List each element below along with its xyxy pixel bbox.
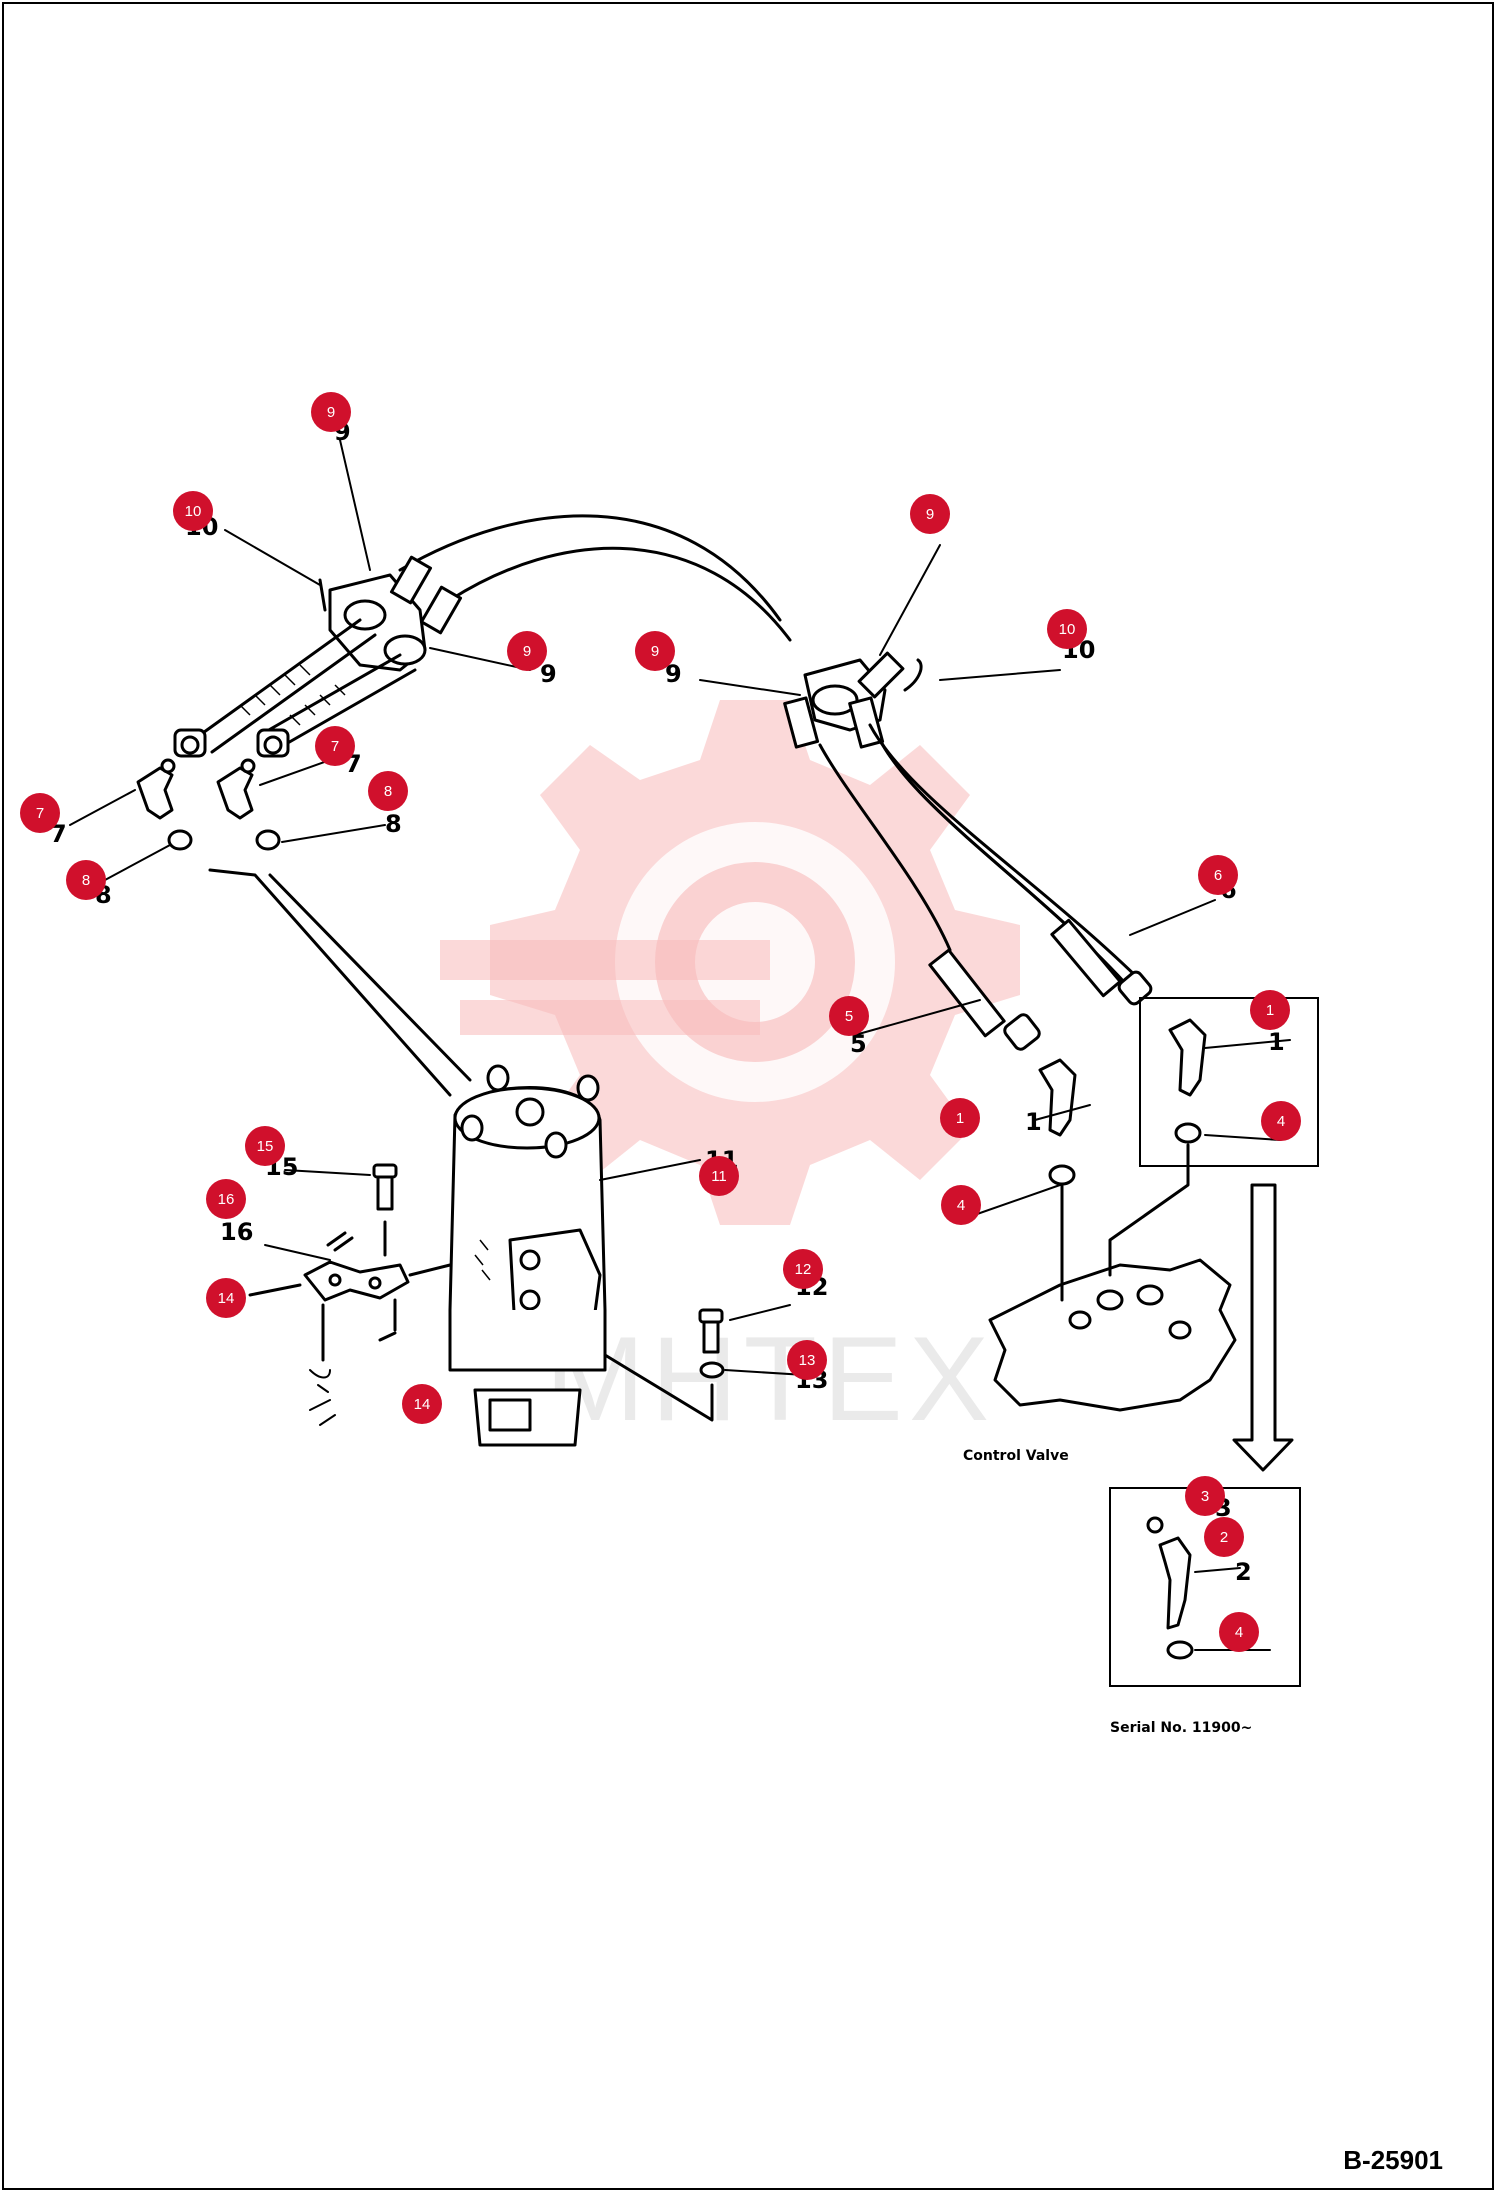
callout-badge-7: 7 <box>20 793 60 833</box>
callout-badge-14: 14 <box>402 1384 442 1424</box>
callout-badge-label: 16 <box>218 1191 235 1208</box>
right-hose-clamp <box>783 651 923 749</box>
callout-badge-label: 7 <box>331 738 339 755</box>
svg-text:16: 16 <box>220 1218 253 1246</box>
callout-badge-label: 8 <box>384 783 392 800</box>
callout-badge-6: 6 <box>1198 855 1238 895</box>
bolt-and-washer <box>603 1308 725 1422</box>
bracket-hardware <box>248 1163 452 1426</box>
callout-badge-label: 5 <box>845 1008 853 1025</box>
watermark-text: MHTEX <box>545 1312 995 1446</box>
callout-badge-8: 8 <box>66 860 106 900</box>
serial-number-label: Serial No. 11900~ <box>1110 1720 1252 1736</box>
control-valve-label: Control Valve <box>963 1448 1069 1464</box>
callout-badge-label: 4 <box>1277 1113 1285 1130</box>
callout-badge-13: 13 <box>787 1340 827 1380</box>
callout-badge-label: 8 <box>82 872 90 889</box>
callout-badge-16: 16 <box>206 1179 246 1219</box>
callout-badge-label: 6 <box>1214 867 1222 884</box>
svg-text:9: 9 <box>665 660 682 688</box>
callout-badge-label: 14 <box>218 1290 235 1307</box>
callout-badge-9: 9 <box>635 631 675 671</box>
callout-badge-label: 4 <box>1235 1624 1243 1641</box>
callout-badge-label: 9 <box>926 506 934 523</box>
watermark-gear-logo <box>440 700 1020 1225</box>
callout-badge-3: 3 <box>1185 1476 1225 1516</box>
callout-badge-label: 1 <box>1266 1002 1274 1019</box>
svg-text:9: 9 <box>540 660 557 688</box>
callout-badge-11: 11 <box>699 1156 739 1196</box>
callout-badge-9: 9 <box>507 631 547 671</box>
callout-badge-10: 10 <box>173 491 213 531</box>
lower-inset-fitting <box>1146 1516 1194 1660</box>
hose-arc-outer <box>398 514 782 622</box>
callout-badge-1: 1 <box>940 1098 980 1138</box>
callout-badge-label: 9 <box>651 643 659 660</box>
inset-box-lower <box>1109 1487 1301 1687</box>
callout-badge-12: 12 <box>783 1249 823 1289</box>
document-id: B-25901 <box>1343 2145 1443 2175</box>
inset-box-upper <box>1139 997 1319 1167</box>
callout-badge-1: 1 <box>1250 990 1290 1030</box>
callout-badge-label: 7 <box>36 805 44 822</box>
svg-text:1: 1 <box>1268 1028 1285 1056</box>
svg-text:2: 2 <box>1235 1558 1252 1586</box>
svg-text:5: 5 <box>850 1030 867 1058</box>
callout-badge-4: 4 <box>941 1185 981 1225</box>
right-elbow-fittings <box>1038 1018 1207 1186</box>
callout-badge-14: 14 <box>206 1278 246 1318</box>
callout-badge-4: 4 <box>1219 1612 1259 1652</box>
callout-badge-label: 9 <box>523 643 531 660</box>
hose-arc-inner <box>448 546 792 642</box>
callout-badge-label: 14 <box>414 1396 431 1413</box>
callout-badge-label: 3 <box>1201 1488 1209 1505</box>
callout-badge-label: 10 <box>185 503 202 520</box>
callout-badge-4: 4 <box>1261 1101 1301 1141</box>
callout-badge-label: 9 <box>327 404 335 421</box>
callout-badge-label: 13 <box>799 1352 816 1369</box>
svg-text:1: 1 <box>1025 1108 1042 1136</box>
right-hoses <box>818 723 1153 1051</box>
left-elbow-fittings <box>136 758 281 851</box>
left-hoses <box>173 618 417 758</box>
callout-badge-15: 15 <box>245 1126 285 1166</box>
swivel-joint <box>448 1064 607 1447</box>
callout-badge-10: 10 <box>1047 609 1087 649</box>
callout-badge-5: 5 <box>829 996 869 1036</box>
callout-badge-label: 11 <box>711 1168 727 1185</box>
serial-change-arrow <box>1232 1183 1294 1472</box>
callout-badge-label: 15 <box>257 1138 274 1155</box>
left-hose-clamp <box>318 555 463 672</box>
callout-badge-label: 2 <box>1220 1529 1228 1546</box>
callout-badge-2: 2 <box>1204 1517 1244 1557</box>
callout-badge-label: 10 <box>1059 621 1076 638</box>
callout-badge-8: 8 <box>368 771 408 811</box>
control-valve <box>988 1143 1237 1412</box>
callout-badge-label: 4 <box>957 1197 965 1214</box>
callout-badge-label: 12 <box>795 1261 812 1278</box>
callout-badge-9: 9 <box>311 392 351 432</box>
callout-badge-7: 7 <box>315 726 355 766</box>
callout-badge-9: 9 <box>910 494 950 534</box>
callout-badge-label: 1 <box>956 1110 964 1127</box>
leader-lines <box>69 439 1291 1651</box>
svg-text:8: 8 <box>385 810 402 838</box>
